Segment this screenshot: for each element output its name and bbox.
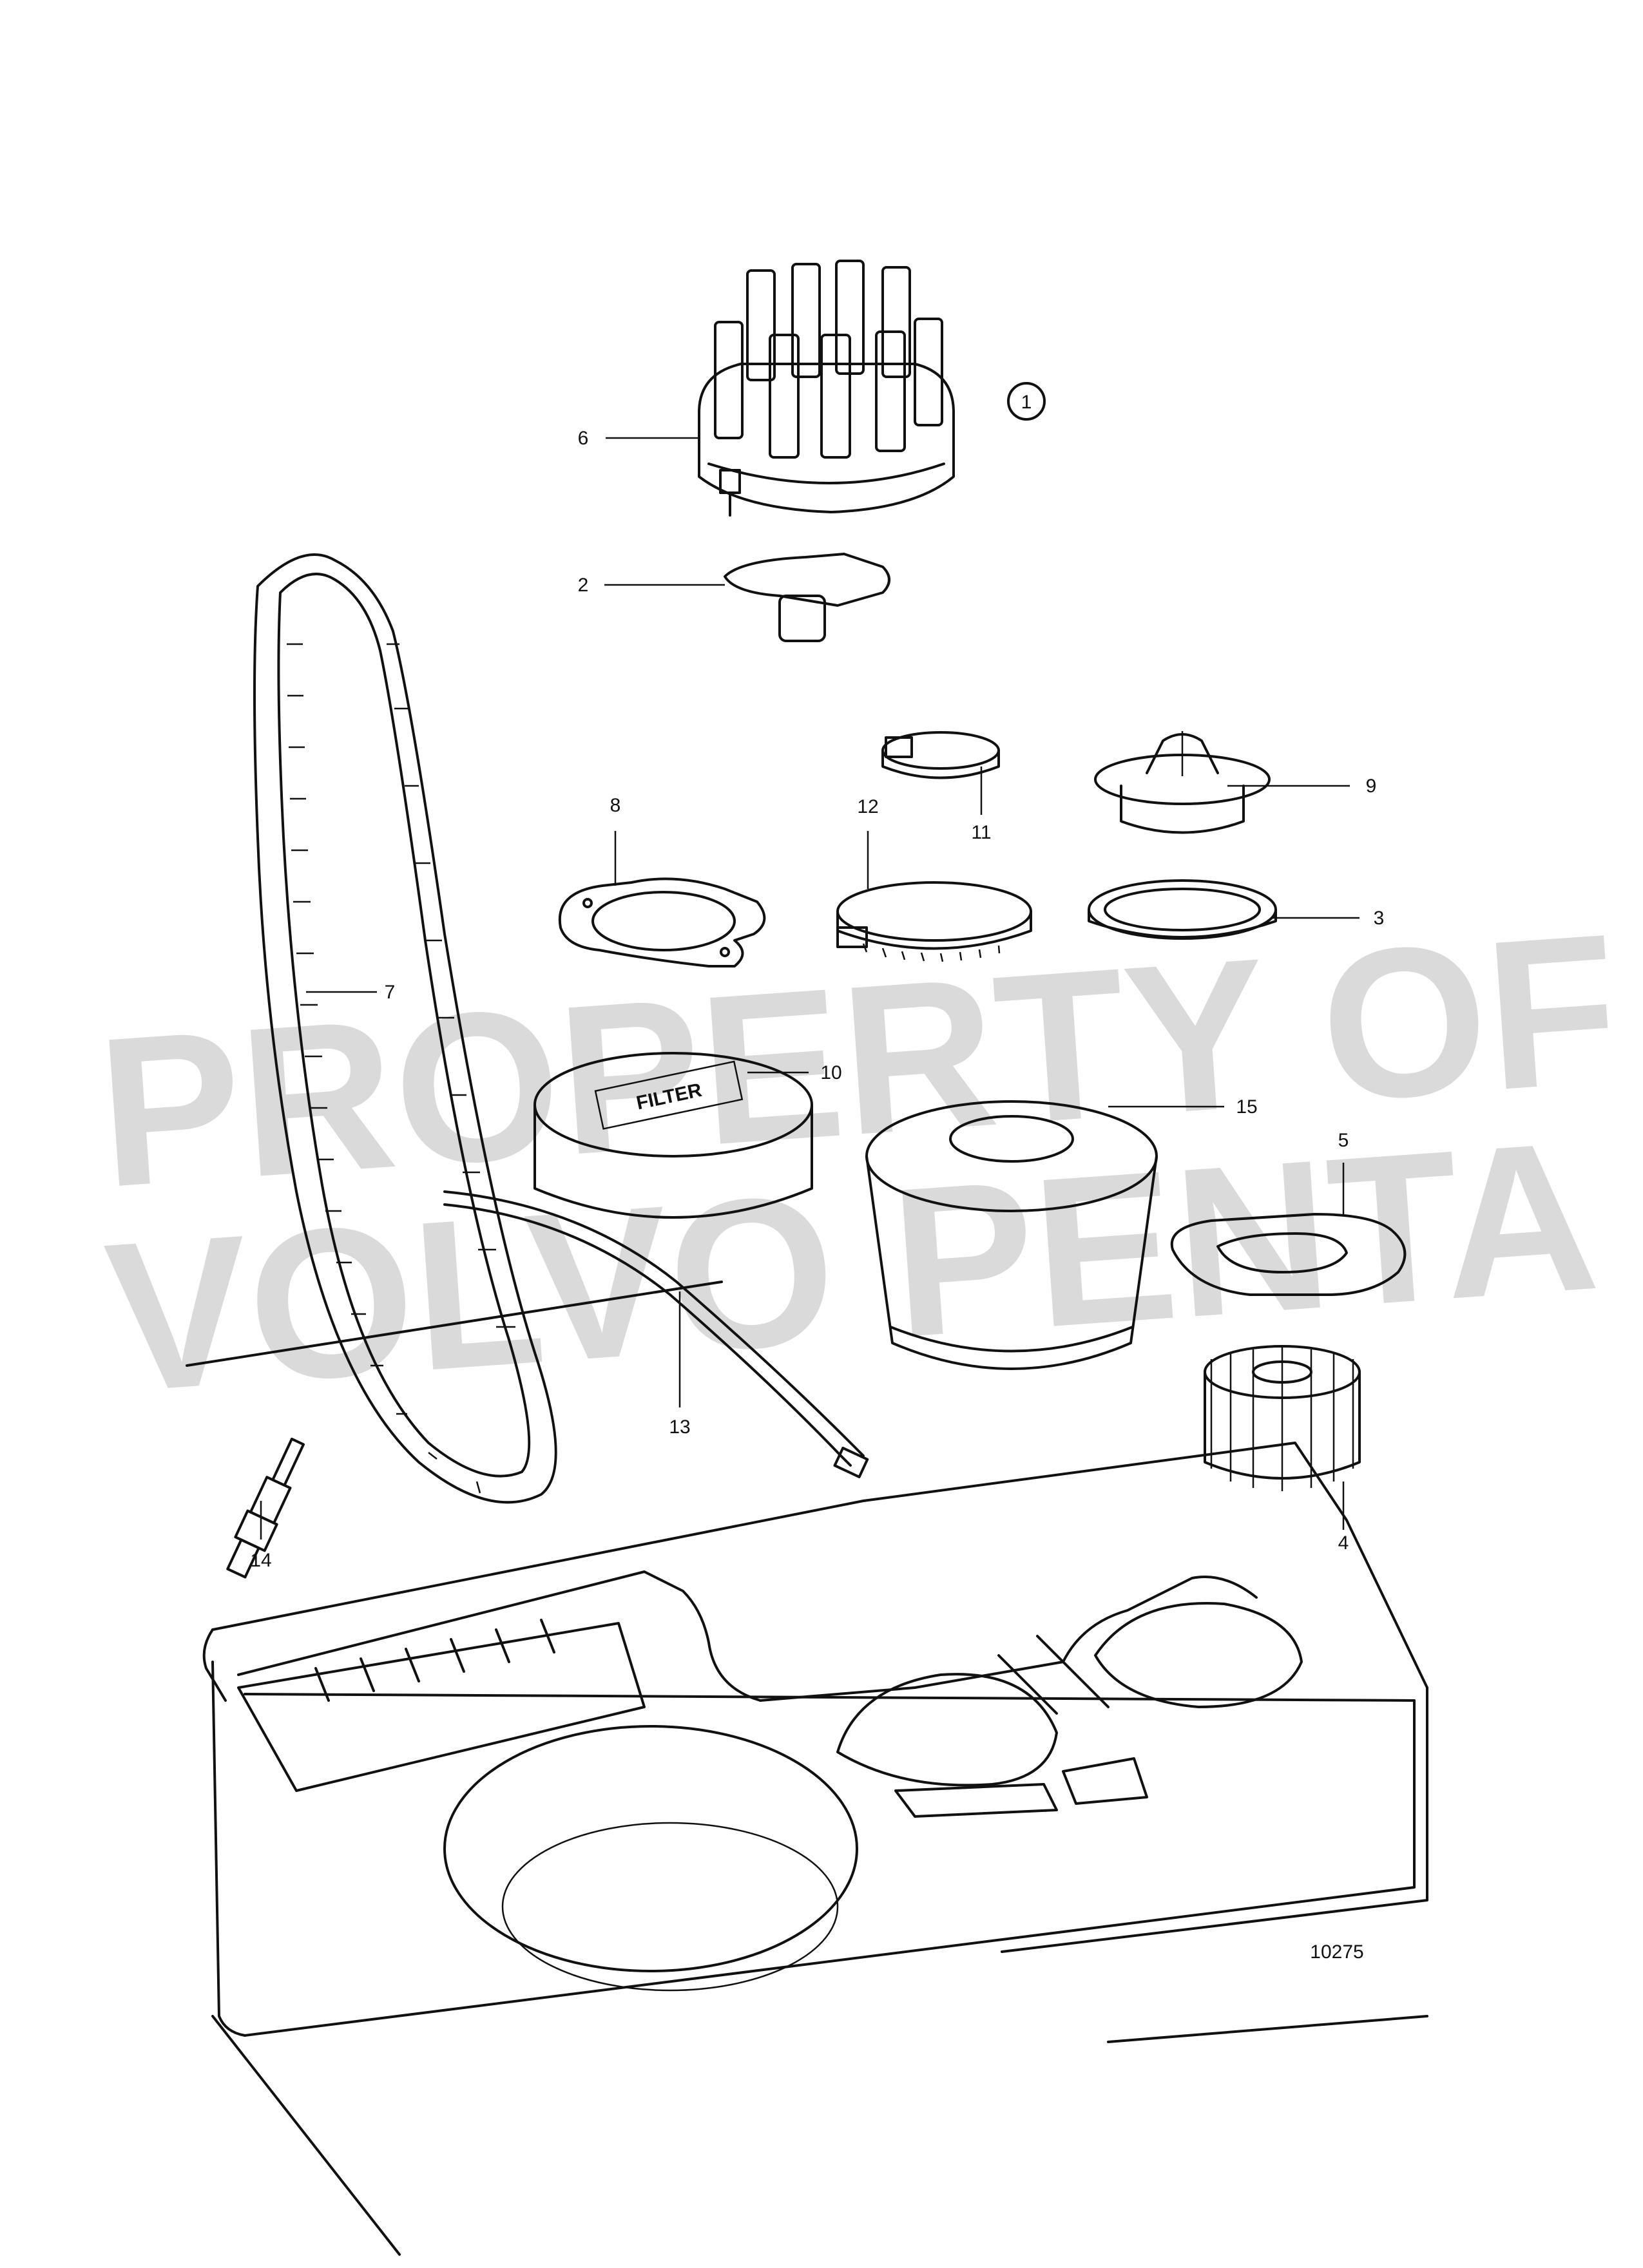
distributor-cap-drawing [698, 260, 955, 517]
callout-label-12: 12 [857, 796, 878, 817]
callout-label-13: 13 [669, 1416, 690, 1438]
callout-label-11: 11 [971, 822, 991, 843]
oil-filter-drawing [865, 1100, 1158, 1370]
drive-belt-drawing [253, 553, 557, 1504]
rotor-drawing [724, 553, 890, 642]
callout-label-5: 5 [1338, 1130, 1349, 1151]
callout-label-4: 4 [1338, 1532, 1349, 1554]
callout-label-8: 8 [610, 795, 621, 816]
large-hose-clamp-drawing [836, 881, 1032, 962]
kit-number-circle [1007, 382, 1046, 421]
callout-label-2: 2 [578, 575, 589, 596]
callout-label-15: 15 [1236, 1096, 1257, 1118]
callout-label-7: 7 [385, 982, 396, 1003]
sealing-ring-drawing [1088, 879, 1277, 940]
callout-label-6: 6 [578, 428, 589, 449]
watermark: PROPERTY OF VOLVO PENTA [91, 888, 1624, 1436]
gasket-drawing [1170, 1213, 1407, 1296]
callout-label-3: 3 [1374, 908, 1385, 929]
callout-label-10: 10 [820, 1062, 841, 1083]
thermostat-drawing [1094, 731, 1271, 834]
small-hose-clamp-drawing [881, 731, 1000, 779]
cable-strap-drawing [443, 1190, 869, 1478]
callout-label-14: 14 [250, 1550, 271, 1571]
kit-number: 1 [1021, 392, 1032, 413]
flanged-gasket-drawing [558, 877, 766, 967]
callout-label-9: 9 [1366, 776, 1377, 797]
kit-number-callout: 1 [1007, 382, 1046, 421]
storage-box-drawing [186, 1281, 1428, 2256]
spark-plug-drawing [226, 1437, 305, 1579]
impeller-drawing [1204, 1345, 1361, 1491]
figure-number: 10275 [1310, 1941, 1363, 1963]
